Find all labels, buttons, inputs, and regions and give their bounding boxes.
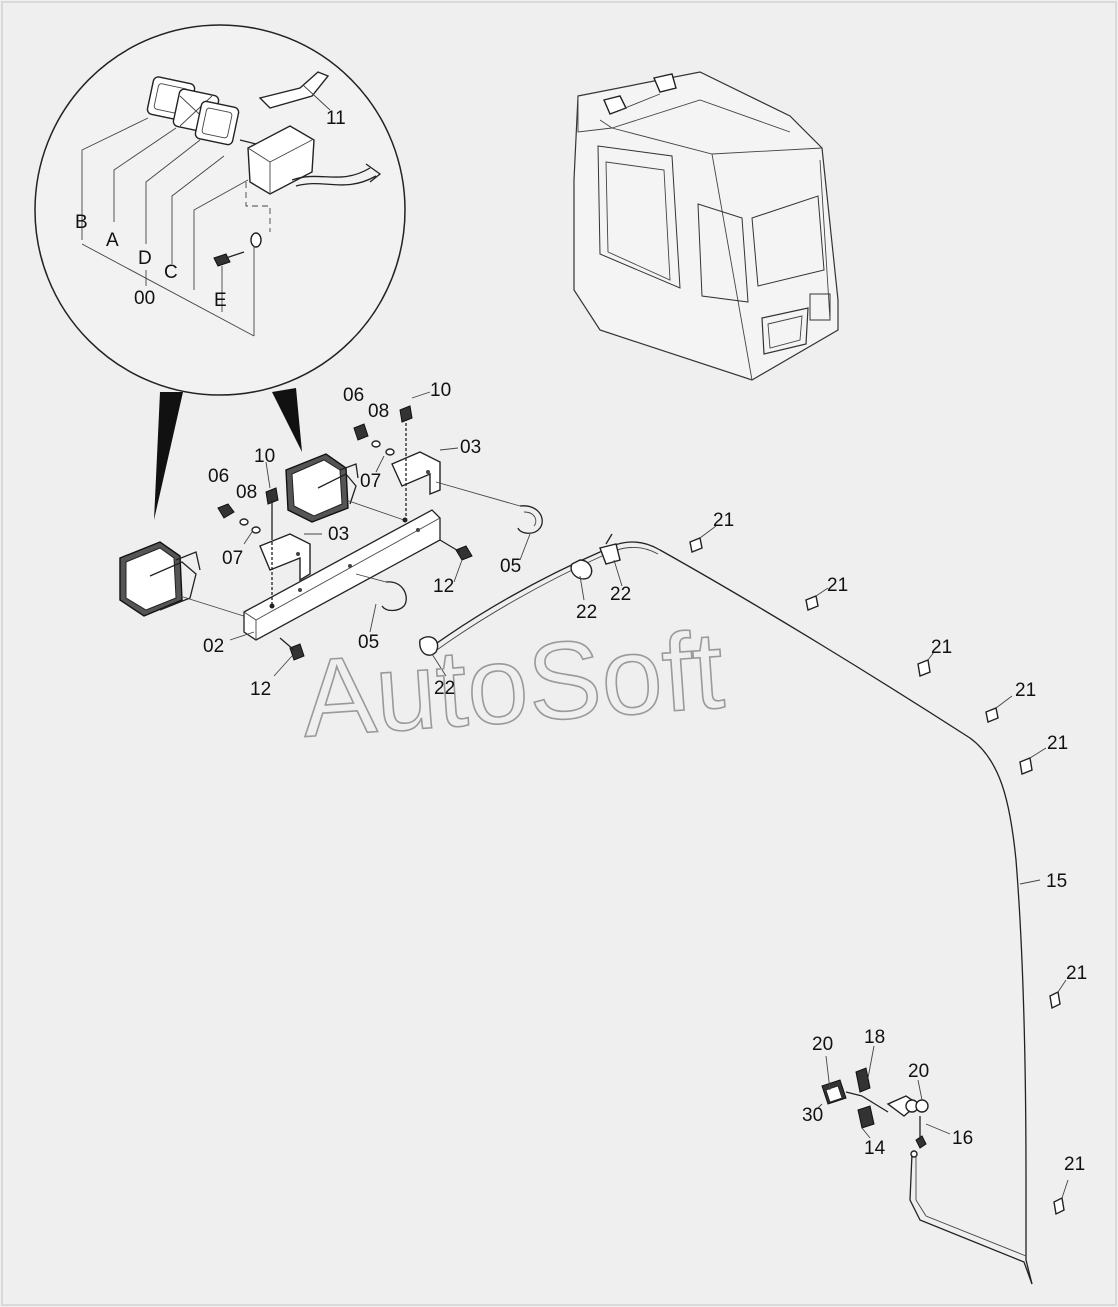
label-14: 14 xyxy=(864,1138,886,1159)
label-12-right: 12 xyxy=(433,576,454,597)
label-15: 15 xyxy=(1046,871,1067,892)
work-lamp-right xyxy=(285,453,359,523)
label-12-bottom: 12 xyxy=(250,679,271,700)
label-b: B xyxy=(75,212,88,233)
label-06-right: 06 xyxy=(343,385,364,406)
label-11: 11 xyxy=(326,108,346,129)
u-bolt-05-left xyxy=(381,581,407,612)
detail-leaders xyxy=(81,117,255,337)
connector-cluster xyxy=(817,1045,951,1149)
label-22-c: 22 xyxy=(610,584,631,605)
bracket-03-right xyxy=(391,418,441,520)
label-08-right: 08 xyxy=(368,401,389,422)
label-20-a: 20 xyxy=(812,1034,833,1055)
work-lamp-left xyxy=(119,541,201,617)
label-21-1: 21 xyxy=(713,510,734,531)
watermark: AutoSoft xyxy=(298,608,728,760)
label-21-7: 21 xyxy=(1064,1154,1085,1175)
label-22-a: 22 xyxy=(434,678,455,699)
label-02: 02 xyxy=(203,636,224,657)
label-06-left: 06 xyxy=(208,466,229,487)
label-21-6: 21 xyxy=(1066,963,1087,984)
label-03-right: 03 xyxy=(460,437,481,458)
u-bolt-05-right xyxy=(517,505,543,534)
label-22-b: 22 xyxy=(576,602,597,623)
leader-lamp-right xyxy=(345,499,405,521)
label-10-left: 10 xyxy=(254,446,275,467)
label-a: A xyxy=(106,230,119,251)
label-30: 30 xyxy=(802,1105,823,1126)
label-00: 00 xyxy=(134,288,155,309)
label-08-left: 08 xyxy=(236,482,257,503)
label-05-right: 05 xyxy=(500,556,521,577)
label-d: D xyxy=(138,248,152,269)
bracket-11 xyxy=(258,71,331,111)
clips-21 xyxy=(689,525,1069,1216)
detail-callout: B A D C 00 E 11 xyxy=(34,24,406,520)
detail-circle xyxy=(34,24,406,396)
label-16: 16 xyxy=(952,1128,973,1149)
part-labels: 06 08 10 07 03 06 08 10 07 03 02 12 12 0… xyxy=(203,380,1087,1175)
label-10-right: 10 xyxy=(430,380,451,401)
leader-lamp-left xyxy=(179,595,251,619)
label-leaders xyxy=(229,391,1041,885)
label-18: 18 xyxy=(864,1027,885,1048)
label-21-5: 21 xyxy=(1047,733,1068,754)
label-21-3: 21 xyxy=(931,637,952,658)
label-07-right: 07 xyxy=(360,471,381,492)
label-03-left: 03 xyxy=(328,524,349,545)
label-05-left: 05 xyxy=(358,632,379,653)
label-20-b: 20 xyxy=(908,1061,929,1082)
screw-e xyxy=(213,232,262,267)
label-c: C xyxy=(164,262,178,283)
pointer-left xyxy=(154,392,183,520)
label-e: E xyxy=(214,290,227,311)
label-21-2: 21 xyxy=(827,575,848,596)
lens-frames xyxy=(146,76,240,146)
fasteners xyxy=(217,405,473,661)
label-07-left: 07 xyxy=(222,548,243,569)
label-21-4: 21 xyxy=(1015,680,1036,701)
bracket-03-left xyxy=(259,533,311,606)
wire-harness xyxy=(419,533,1033,1285)
lamp-body-detail xyxy=(239,125,382,195)
pointer-right xyxy=(272,388,302,452)
cab-outline xyxy=(573,71,839,381)
